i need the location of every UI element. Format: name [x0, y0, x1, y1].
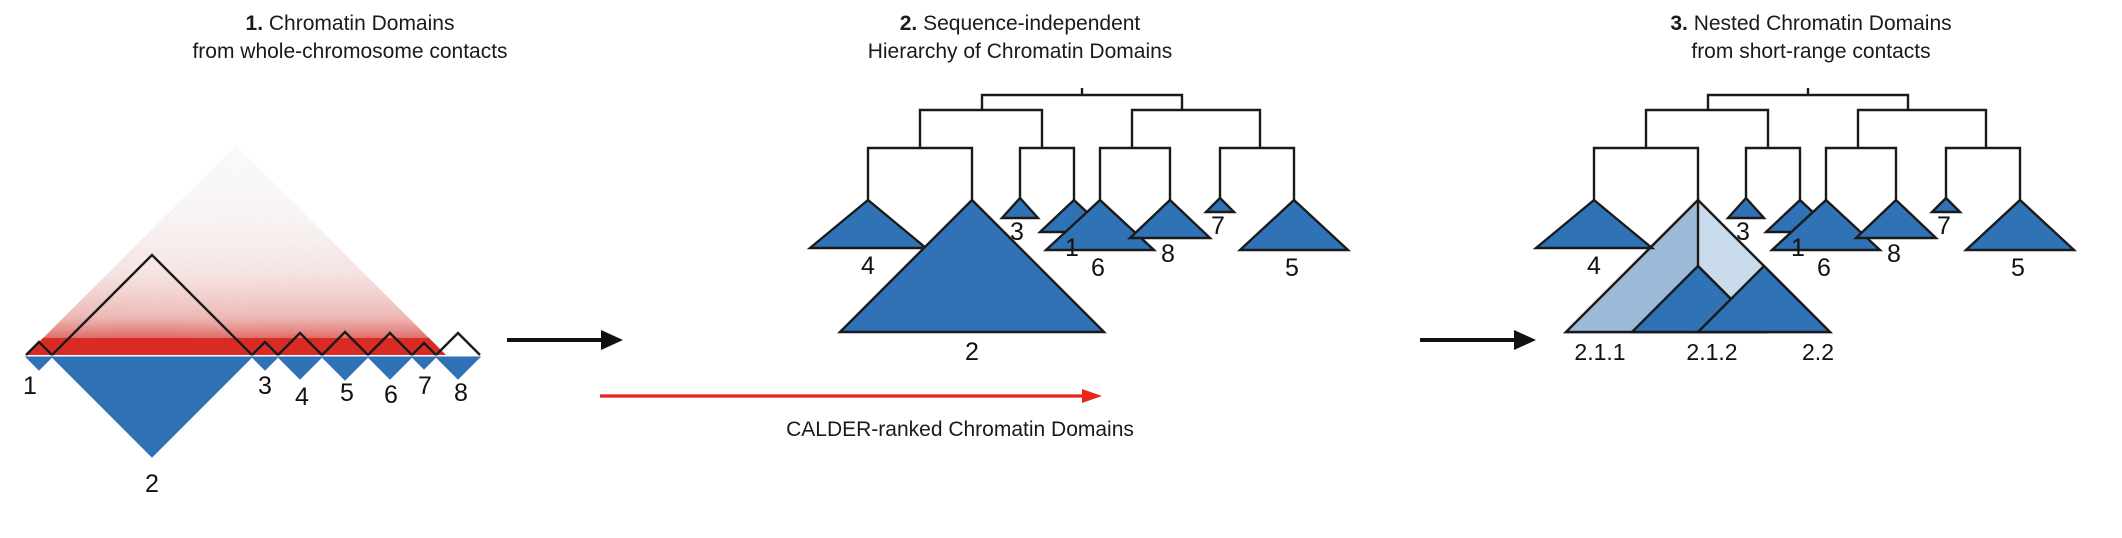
- panel-2-leaf-label-2: 2: [965, 338, 979, 366]
- hic-heatmap: [26, 145, 446, 355]
- panel-3-nested-label-2-1-1: 2.1.1: [1574, 339, 1626, 365]
- dendrogram-edges: [866, 88, 1296, 200]
- panel-1-domain-label-8: 8: [454, 379, 468, 407]
- arrow-panel2-to-panel3: [1420, 330, 1536, 350]
- leaf-triangle-4: [806, 198, 930, 250]
- panel-3-title-line1: 3. Nested Chromatin Domains: [1500, 10, 2122, 38]
- panel-1-title-line2: from whole-chromosome contacts: [192, 40, 508, 63]
- leaf-triangle-6: [1768, 198, 1884, 252]
- panel-2-title-line2: Hierarchy of Chromatin Domains: [867, 40, 1173, 63]
- panel-3-nested-label-2-2: 2.2: [1802, 339, 1834, 365]
- leaf-triangles: [806, 196, 1352, 334]
- panel-2: 2. Sequence-independent Hierarchy of Chr…: [600, 0, 1400, 538]
- leaf-triangle-7: [1203, 196, 1237, 214]
- panel-3-leaf-label-5: 5: [2011, 254, 2025, 282]
- panel-2-leaf-label-5: 5: [1285, 254, 1299, 282]
- dendrogram-edges-nested: [1592, 88, 2022, 200]
- panel-3-leaf-label-1: 1: [1791, 234, 1805, 262]
- panel-1-number: 1.: [245, 12, 264, 35]
- panel-1-graphic: [24, 145, 482, 458]
- panel-2-title-text-1: Sequence-independent: [923, 12, 1141, 35]
- panel-1-domain-label-6: 6: [384, 381, 398, 409]
- panel-1-domain-label-1: 1: [23, 372, 37, 400]
- nested-domain-group: [1563, 197, 1833, 334]
- panel-3-graphic: [1532, 88, 2078, 334]
- panel-1-domain-label-2: 2: [145, 470, 159, 498]
- leaf-triangle-6: [1042, 198, 1158, 252]
- panel-2-title-line1: 2. Sequence-independent: [640, 10, 1400, 38]
- calder-arrow: [600, 389, 1102, 403]
- leaf-triangle-8: [1126, 198, 1214, 240]
- panel-2-leaf-label-3: 3: [1010, 218, 1024, 246]
- panel-1-title-line1: 1. Chromatin Domains: [0, 10, 700, 38]
- panel-3-leaf-label-4: 4: [1587, 252, 1601, 280]
- nested-domain-2-2: [1695, 264, 1833, 334]
- panel-3-leaf-label-6: 6: [1817, 254, 1831, 282]
- panel-2-leaf-label-1: 1: [1065, 234, 1079, 262]
- domain-triangles-blue: [24, 356, 482, 458]
- panel-1-domain-label-7: 7: [418, 372, 432, 400]
- panel-1-domain-label-5: 5: [340, 379, 354, 407]
- panel-3-number: 3.: [1670, 12, 1688, 35]
- leaf-triangle-7: [1929, 196, 1963, 214]
- panel-1: 1. Chromatin Domains from whole-chromoso…: [0, 0, 700, 538]
- panel-1-domain-label-3: 3: [258, 372, 272, 400]
- panel-2-leaf-label-4: 4: [861, 252, 875, 280]
- panel-2-leaf-label-6: 6: [1091, 254, 1105, 282]
- panel-2-graphic: [600, 88, 1352, 403]
- leaf-triangle-5: [1236, 198, 1352, 252]
- panel-3-leaf-label-3: 3: [1736, 218, 1750, 246]
- panel-3-nested-label-2-1-2: 2.1.2: [1686, 339, 1738, 365]
- panel-1-title-text-1: Chromatin Domains: [268, 12, 455, 35]
- leaf-triangles-nested: [1532, 196, 2078, 252]
- leaf-triangle-2: [837, 198, 1107, 334]
- leaf-triangle-3: [999, 196, 1041, 220]
- leaf-triangle-5: [1962, 198, 2078, 252]
- leaf-triangle-4: [1532, 198, 1656, 250]
- panel-1-domain-label-4: 4: [295, 383, 309, 411]
- panel-3-leaf-label-7: 7: [1937, 212, 1951, 240]
- panel-3: 3. Nested Chromatin Domains from short-r…: [1500, 0, 2122, 538]
- panel-2-leaf-label-7: 7: [1211, 212, 1225, 240]
- panel-2-leaf-label-8: 8: [1161, 240, 1175, 268]
- panel-3-leaf-label-8: 8: [1887, 240, 1901, 268]
- calder-arrow-caption: CALDER-ranked Chromatin Domains: [786, 418, 1134, 441]
- leaf-triangle-3: [1725, 196, 1767, 220]
- arrow-panel1-to-panel2: [507, 330, 623, 350]
- panel-3-title-text-1: Nested Chromatin Domains: [1693, 12, 1952, 35]
- domain-outlines: [25, 253, 481, 356]
- panel-3-title-line2: from short-range contacts: [1691, 40, 1931, 63]
- panel-2-number: 2.: [899, 12, 918, 35]
- leaf-triangle-8: [1852, 198, 1940, 240]
